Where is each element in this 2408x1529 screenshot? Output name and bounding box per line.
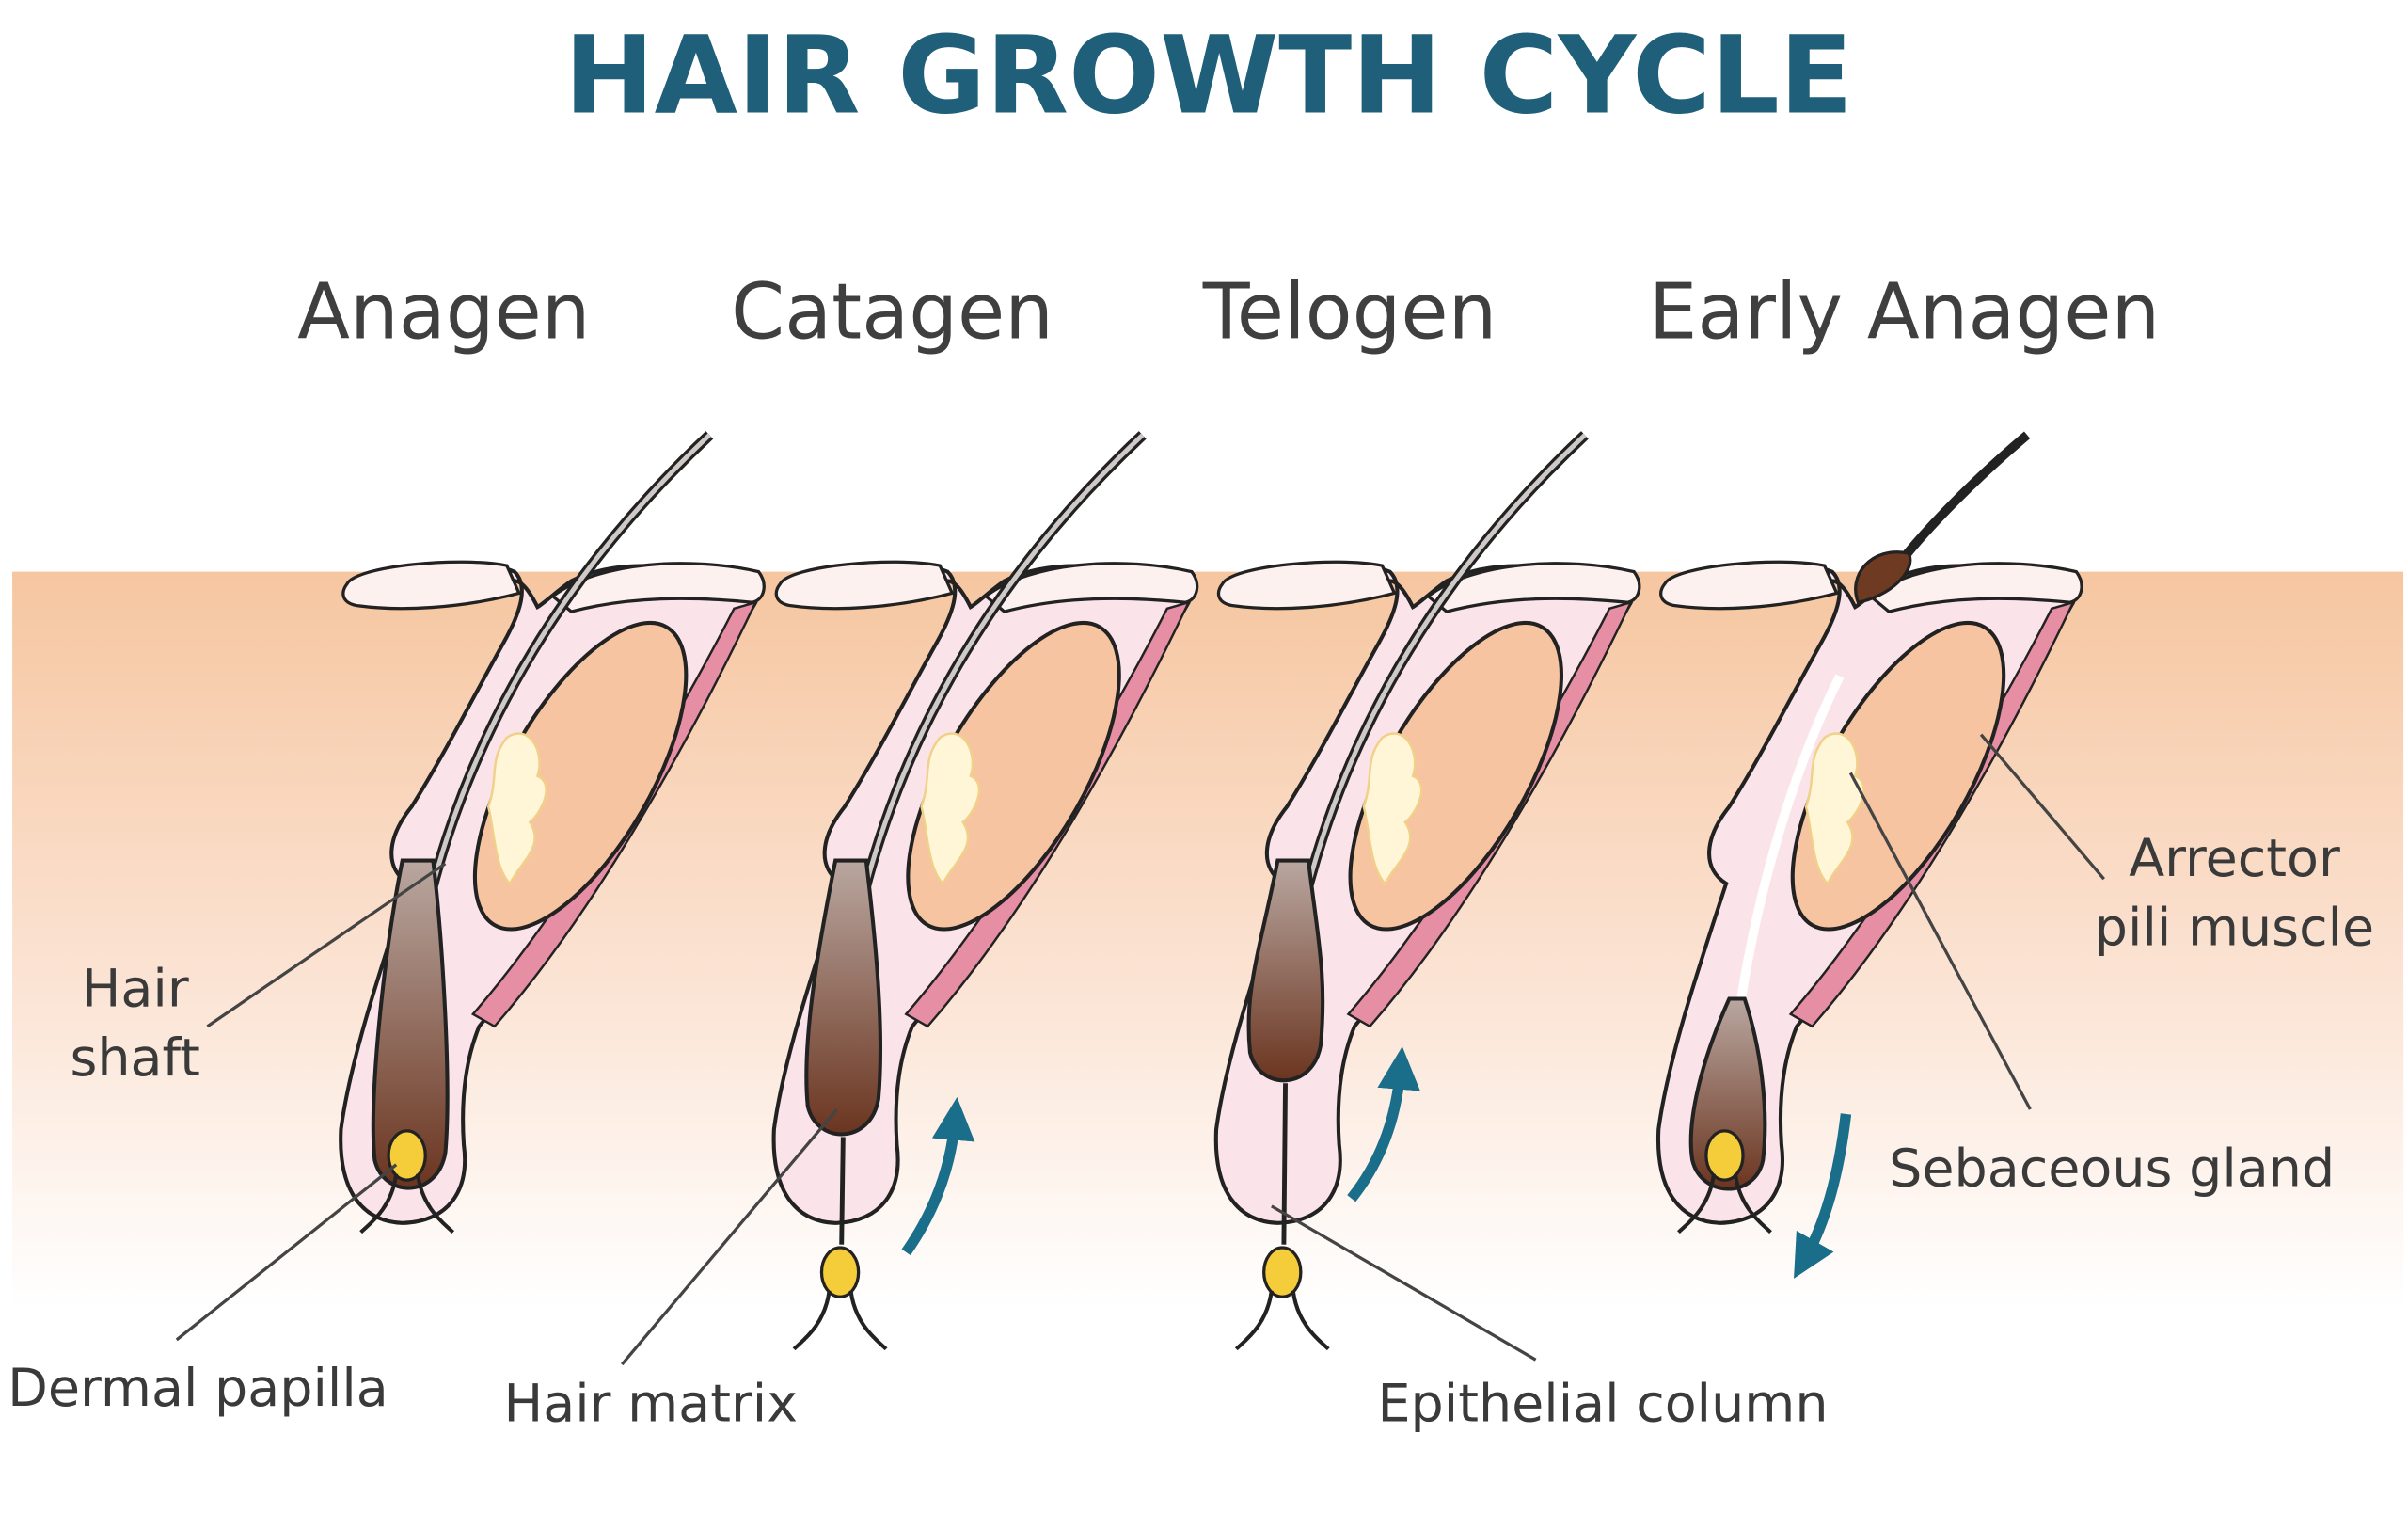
pointer-hair-shaft bbox=[206, 862, 447, 1028]
arrow-up-telogen-icon bbox=[1347, 1046, 1420, 1202]
phase-label-catagen: Catagen bbox=[731, 267, 1054, 357]
papilla-stalk bbox=[1234, 1290, 1330, 1351]
pointer-hair-matrix bbox=[620, 1107, 839, 1366]
label-epithelial-column: Epithelial column bbox=[1377, 1373, 1828, 1434]
epidermis-lip-left bbox=[774, 560, 955, 611]
hair-shaft-core bbox=[415, 433, 711, 953]
hair-bulb bbox=[804, 858, 883, 1137]
epithelial-column bbox=[1281, 1083, 1288, 1245]
epidermis-lip-right bbox=[1425, 562, 1641, 613]
old-hair-shaft bbox=[1897, 431, 2031, 565]
label-dermal-papilla: Dermal papilla bbox=[8, 1358, 388, 1419]
papilla-stalk bbox=[359, 1173, 455, 1234]
epidermis-lip-left bbox=[1216, 560, 1397, 611]
pointer-lines bbox=[175, 733, 2105, 1366]
epidermis-lip-left bbox=[1659, 560, 1839, 611]
follicle-catagen bbox=[771, 431, 1199, 1351]
label-hair-matrix: Hair matrix bbox=[504, 1373, 799, 1434]
label-hair-shaft-line1: Hair bbox=[82, 959, 189, 1020]
label-arrector-pili-line2: pili muscle bbox=[2095, 897, 2374, 958]
club-hair bbox=[1854, 550, 1912, 605]
papilla-stalk bbox=[792, 1290, 888, 1351]
epidermis-lip-right bbox=[1867, 562, 2083, 613]
phase-label-anagen: Anagen bbox=[297, 267, 590, 357]
pointer-sebaceous-gland bbox=[1848, 772, 2032, 1110]
papilla-stalk bbox=[1677, 1173, 1772, 1234]
sebum bbox=[486, 732, 547, 886]
hair-bulb bbox=[1246, 858, 1325, 1083]
follicles-group bbox=[339, 431, 2083, 1351]
direction-arrows bbox=[901, 1046, 1852, 1279]
follicle-anagen bbox=[339, 431, 766, 1234]
dermal-papilla bbox=[1262, 1246, 1303, 1298]
pointer-dermal-papilla bbox=[175, 1163, 398, 1342]
hair-bulb bbox=[371, 858, 450, 1190]
label-arrector-pili-line1: Arrector bbox=[2129, 828, 2340, 889]
label-hair-shaft-line2: shaft bbox=[70, 1027, 199, 1089]
pointer-epithelial-column bbox=[1271, 1204, 1537, 1362]
dermal-papilla bbox=[387, 1129, 427, 1182]
follicle-telogen bbox=[1213, 431, 1641, 1351]
dermal-papilla bbox=[819, 1246, 861, 1298]
arrow-down-early-anagen-icon bbox=[1794, 1113, 1852, 1279]
arrow-up-catagen-icon bbox=[901, 1097, 975, 1256]
hair-shaft-core bbox=[1291, 433, 1587, 953]
sebum bbox=[920, 732, 981, 886]
phase-label-early-anagen: Early Anagen bbox=[1649, 267, 2160, 357]
phase-label-telogen: Telogen bbox=[1202, 267, 1497, 357]
pointer-arrector-pili bbox=[1979, 733, 2105, 881]
sebum bbox=[1362, 732, 1423, 886]
sebum bbox=[1804, 732, 1865, 886]
epidermis-lip-right bbox=[550, 562, 766, 613]
diagram-title: HAIR GROWTH CYCLE bbox=[564, 12, 1853, 137]
follicle-early-anagen bbox=[1656, 431, 2083, 1234]
epidermis-lip-left bbox=[341, 560, 522, 611]
epidermis-lip-right bbox=[983, 562, 1199, 613]
dermal-papilla bbox=[1704, 1129, 1745, 1182]
epithelial-column bbox=[839, 1137, 846, 1245]
label-sebaceous-gland: Sebaceous gland bbox=[1889, 1139, 2335, 1200]
hair-shaft-core bbox=[848, 433, 1145, 953]
